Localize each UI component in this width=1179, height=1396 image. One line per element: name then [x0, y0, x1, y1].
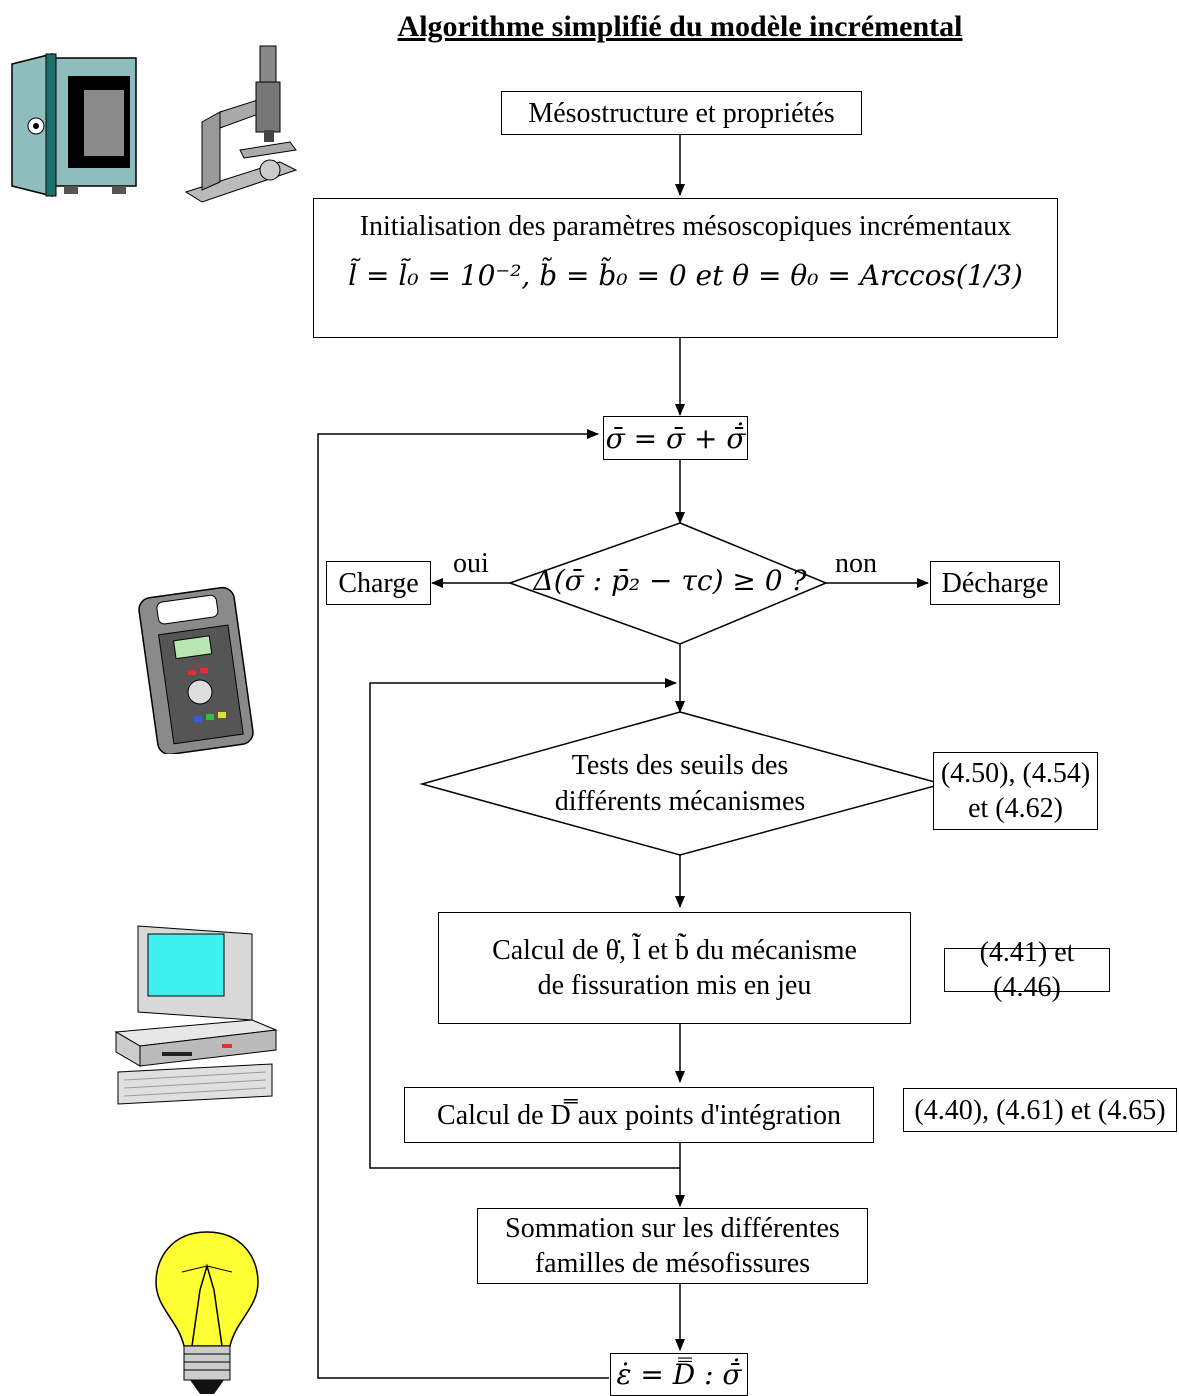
strain-rate-equation: ε̇ = D̿ : σ̄̇	[616, 1358, 742, 1391]
summation-line2: familles de mésofissures	[534, 1248, 811, 1279]
mesostructure-box: Mésostructure et propriétés	[501, 91, 862, 135]
rates-reference: (4.41) et (4.46)	[979, 937, 1075, 1003]
charge-label: Charge	[338, 567, 419, 599]
tests-reference-box: (4.50), (4.54) et (4.62)	[933, 752, 1098, 830]
multimeter-icon	[138, 586, 254, 754]
decharge-label: Décharge	[941, 567, 1049, 599]
initial-values-equation: l̃ = l̃₀ = 10⁻², b̃ = b̃₀ = 0 et θ = θ₀ …	[348, 259, 1023, 292]
tests-reference-line2: et (4.62)	[968, 793, 1063, 824]
summation-line1: Sommation sur les différentes	[505, 1213, 840, 1244]
rates-reference-box: (4.41) et (4.46)	[944, 937, 1110, 1003]
charge-box: Charge	[326, 561, 431, 605]
threshold-tests-line2: différents mécanismes	[554, 786, 806, 818]
damage-tensor-box: Calcul de D̿ aux points d'intégration	[404, 1087, 874, 1143]
no-label: non	[835, 548, 877, 579]
light-bulb-icon	[155, 1231, 259, 1394]
rates-calculation-line1: Calcul de θ̇, l̃̇ et b̃̇ du mécanisme	[492, 935, 857, 966]
summation-box: Sommation sur les différentes familles d…	[477, 1208, 868, 1284]
damage-tensor-label: Calcul de D̿ aux points d'intégration	[437, 1099, 841, 1131]
threshold-tests-line1: Tests des seuils des	[571, 750, 789, 781]
strain-rate-box: ε̇ = D̿ : σ̄̇	[610, 1353, 748, 1396]
microscope-icon	[184, 45, 298, 203]
tests-reference-line1: (4.50), (4.54)	[940, 758, 1091, 789]
computer-icon	[114, 925, 278, 1105]
sigma-update-equation: σ̄ = σ̄ + σ̄̇	[605, 421, 746, 455]
inner-loop-line	[369, 678, 680, 1169]
initialisation-label: Initialisation des paramètres mésoscopiq…	[359, 211, 1012, 242]
rates-calculation-box: Calcul de θ̇, l̃̇ et b̃̇ du mécanisme de…	[438, 912, 911, 1024]
decharge-box: Décharge	[930, 561, 1060, 605]
loading-criterion: Δ(σ̄ : p̄₂ − τc) ≥ 0 ?	[533, 564, 807, 597]
decision-diamond-shape	[507, 522, 828, 645]
damage-reference-box: (4.40), (4.61) et (4.65)	[903, 1088, 1177, 1132]
threshold-tests-label: Tests des seuils des différents mécanism…	[480, 748, 880, 821]
initialisation-box: Initialisation des paramètres mésoscopiq…	[313, 198, 1058, 338]
mesostructure-label: Mésostructure et propriétés	[528, 97, 835, 129]
yes-label: oui	[453, 548, 489, 579]
diagram-title: Algorithme simplifié du modèle incrément…	[397, 10, 963, 43]
outer-loop-line	[317, 429, 609, 1379]
damage-reference: (4.40), (4.61) et (4.65)	[914, 1094, 1166, 1126]
rates-calculation-line2: de fissuration mis en jeu	[537, 970, 812, 1001]
sigma-update-box: σ̄ = σ̄ + σ̄̇	[603, 416, 748, 460]
oven-icon	[11, 53, 137, 197]
tests-diamond-shape	[419, 711, 945, 856]
